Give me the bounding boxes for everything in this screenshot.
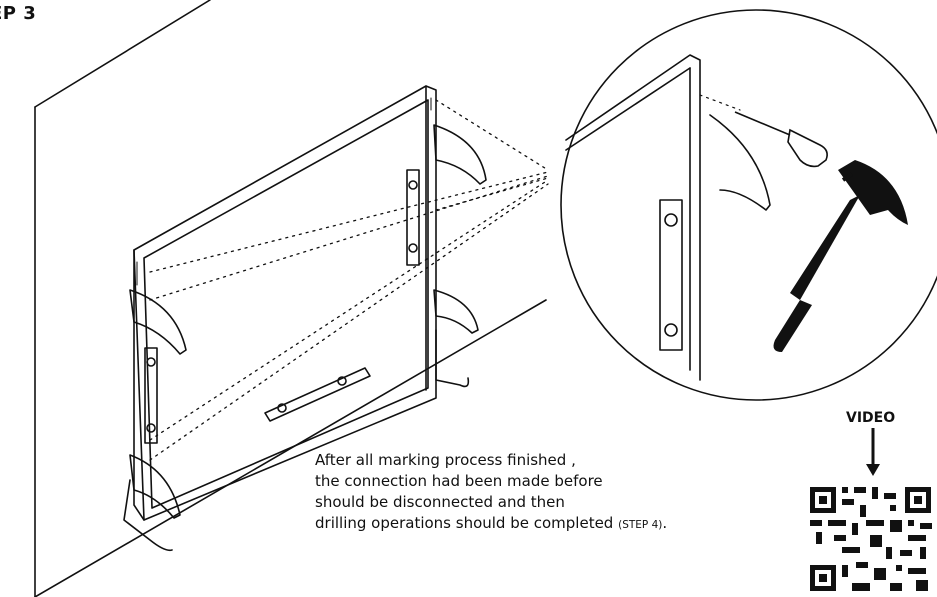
video-label: VIDEO [846, 410, 896, 426]
spirit-level-vertical-left [144, 347, 158, 444]
instruction-line-3: should be disconnected and then [315, 493, 565, 511]
magnified-detail [560, 9, 937, 401]
instruction-line-2: the connection had been made before [315, 472, 603, 490]
qr-code-icon [805, 482, 937, 597]
arrow-down-icon [866, 428, 880, 476]
instruction-line-4: drilling operations should be completed … [315, 513, 785, 536]
step-title: EP 3 [0, 3, 37, 24]
instruction-line-1: After all marking process finished , [315, 451, 576, 469]
step-reference: (STEP 4) [618, 519, 663, 531]
spirit-level-vertical-right [406, 169, 420, 266]
hammer-icon [773, 160, 908, 352]
spirit-level-horizontal [264, 367, 371, 422]
instruction-line-4-main: drilling operations should be completed [315, 514, 619, 532]
wall-bracket [123, 124, 487, 552]
sight-lines [149, 99, 549, 461]
screwdriver-icon [734, 111, 828, 168]
instruction-line-4-end: . [662, 514, 668, 532]
instructions-text: After all marking process finished , the… [315, 450, 785, 536]
